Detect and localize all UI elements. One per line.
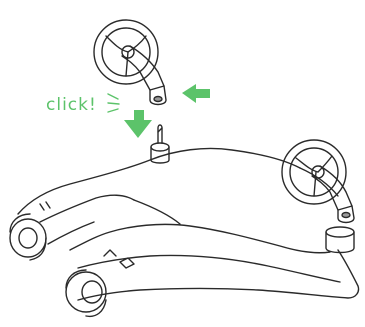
front-tube-end bbox=[65, 269, 107, 318]
click-annotation: click! bbox=[46, 95, 97, 115]
click-lines-icon bbox=[107, 93, 120, 113]
caster-wheel-icon bbox=[93, 19, 167, 106]
push-arrow-icon bbox=[182, 84, 210, 103]
installed-caster bbox=[281, 139, 355, 254]
left-tube-end bbox=[9, 213, 47, 261]
down-arrow-icon bbox=[124, 110, 152, 138]
socket-post bbox=[150, 124, 170, 164]
base-frame bbox=[17, 147, 360, 301]
